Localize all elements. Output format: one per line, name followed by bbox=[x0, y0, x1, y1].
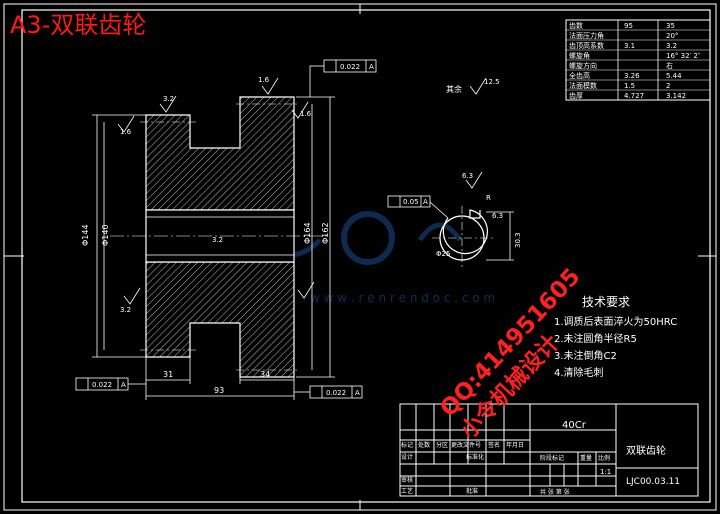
param-label: 全齿高 bbox=[569, 71, 590, 80]
roughness-symbols bbox=[117, 77, 487, 305]
dim-phi164: Φ164 bbox=[303, 222, 312, 244]
tb-h-approve: 批准 bbox=[466, 487, 478, 495]
param-value-2: 3.2 bbox=[666, 42, 677, 50]
rough-left: 1.6 bbox=[120, 128, 132, 136]
param-label: 法面模数 bbox=[569, 81, 597, 90]
param-value-1: 1.5 bbox=[624, 82, 635, 90]
rough-bore: 3.2 bbox=[212, 236, 223, 244]
watermark-logo: w w w . r e n r e n d o c . c o m bbox=[198, 211, 495, 305]
rough-left-low: 3.2 bbox=[120, 306, 131, 314]
keyway-section: 0.05 A R Φ25 30.3 bbox=[387, 194, 522, 270]
param-label: 螺旋角 bbox=[569, 51, 590, 60]
gear-parameter-table: 齿数 95 35 法面压力角 20° 齿顶高系数 3.1 3.2 螺旋角 16° 32′ 2″ 螺旋… bbox=[565, 19, 711, 101]
tol-br-value: 0.022 bbox=[326, 389, 346, 397]
tb-h-stage: 阶段标记 bbox=[540, 454, 564, 462]
dim-phi140: Φ140 bbox=[101, 224, 110, 246]
tol-bl-datum: A bbox=[121, 381, 126, 389]
tol-bl-value: 0.022 bbox=[92, 381, 112, 389]
tb-scale: 1:1 bbox=[600, 468, 611, 476]
top-title: A3-双联齿轮 bbox=[10, 11, 146, 39]
tb-h-scale: 比例 bbox=[598, 454, 610, 462]
tech-req-item-3: 3.未注倒角C2 bbox=[554, 349, 617, 362]
param-value-2: 35 bbox=[666, 22, 675, 30]
param-value-2: 16° 32′ 2″ bbox=[666, 52, 701, 60]
tb-h-std: 标准化 bbox=[466, 453, 484, 461]
tb-part-name: 双联齿轮 bbox=[626, 444, 666, 457]
keyway-phi25: Φ25 bbox=[436, 250, 450, 258]
tb-h-weight: 重量 bbox=[580, 454, 592, 462]
dim-93: 93 bbox=[214, 386, 224, 395]
inner-frame bbox=[21, 9, 711, 503]
rough-right: 1.6 bbox=[300, 110, 312, 118]
param-value-1: 95 bbox=[624, 22, 633, 30]
tolerance-frame-top: 0.022 A bbox=[309, 59, 377, 97]
tech-req-title: 技术要求 bbox=[582, 295, 630, 309]
tol-top-value: 0.022 bbox=[340, 63, 360, 71]
param-value-1: 3.1 bbox=[624, 42, 635, 50]
tech-req-item-2: 2.未注圆角半径R5 bbox=[554, 332, 637, 345]
rough-keyway-b: 6.3 bbox=[492, 212, 503, 220]
param-value-2: 3.142 bbox=[666, 92, 686, 100]
tb-h-count: 处数 bbox=[418, 441, 430, 449]
tol-top-datum: A bbox=[369, 63, 374, 71]
tol-br-datum: A bbox=[355, 389, 360, 397]
tolerance-frame-bottom-right: 0.022 A bbox=[294, 385, 363, 399]
tb-h-zone: 分区 bbox=[436, 441, 448, 449]
param-value-2: 20° bbox=[666, 32, 678, 40]
tb-h-sheets: 共 张 第 张 bbox=[540, 488, 570, 496]
dimension-lines bbox=[92, 96, 335, 400]
tb-h-date: 年月日 bbox=[506, 441, 524, 449]
param-value-2: 5.44 bbox=[666, 72, 682, 80]
rough-top-left: 3.2 bbox=[163, 95, 174, 103]
tb-h-doc: 更改文件号 bbox=[451, 441, 481, 449]
rough-keyway: 6.3 bbox=[462, 172, 473, 180]
param-label: 螺旋方向 bbox=[569, 61, 597, 70]
param-value-2: 右 bbox=[666, 61, 673, 70]
center-marks bbox=[4, 4, 716, 510]
rough-top: 1.6 bbox=[258, 76, 270, 84]
param-label: 齿顶高系数 bbox=[569, 41, 604, 50]
dim-31: 31 bbox=[163, 370, 173, 379]
title-block bbox=[399, 403, 699, 497]
rough-remaining: 12.5 bbox=[484, 78, 500, 86]
tb-drawing-no: LJC00.03.11 bbox=[626, 477, 680, 487]
dim-phi162: Φ162 bbox=[321, 222, 330, 244]
param-label: 齿厚 bbox=[569, 92, 583, 100]
tb-h-check: 审核 bbox=[401, 476, 413, 484]
tb-h-sign: 签名 bbox=[488, 441, 500, 449]
technical-requirements: 技术要求 1.调质后表面淬火为50HRC 2.未注圆角半径R5 3.未注倒角C2… bbox=[554, 295, 677, 379]
tolerance-frame-bottom-left: 0.022 A bbox=[75, 377, 146, 391]
remaining-label: 其余 bbox=[446, 84, 462, 94]
dim-34: 34 bbox=[260, 370, 270, 379]
param-value-1: 3.26 bbox=[624, 72, 640, 80]
tb-h-mark: 标记 bbox=[401, 441, 413, 449]
gear-section-view bbox=[110, 96, 330, 378]
param-label: 法面压力角 bbox=[569, 31, 604, 40]
tol-keyway-datum: A bbox=[423, 198, 428, 206]
dim-phi144: Φ144 bbox=[81, 224, 90, 246]
param-label: 齿数 bbox=[569, 21, 583, 30]
keyway-r: R bbox=[486, 194, 491, 202]
tech-req-item-1: 1.调质后表面淬火为50HRC bbox=[554, 315, 677, 328]
title-block-text: 40Cr 双联齿轮 LJC00.03.11 1:1 标记 处数 分区 更改文件号… bbox=[401, 420, 680, 496]
tol-keyway-value: 0.05 bbox=[403, 198, 419, 206]
tb-material: 40Cr bbox=[562, 420, 587, 431]
watermark-url: w w w . r e n r e n d o c . c o m bbox=[310, 291, 495, 305]
param-value-2: 2 bbox=[666, 82, 670, 90]
tech-req-item-4: 4.清除毛刺 bbox=[554, 366, 604, 379]
tb-h-design: 设计 bbox=[401, 453, 413, 461]
keyway-30: 30.3 bbox=[514, 232, 522, 248]
tb-h-craft: 工艺 bbox=[401, 487, 413, 495]
param-value-1: 4.727 bbox=[624, 92, 644, 100]
